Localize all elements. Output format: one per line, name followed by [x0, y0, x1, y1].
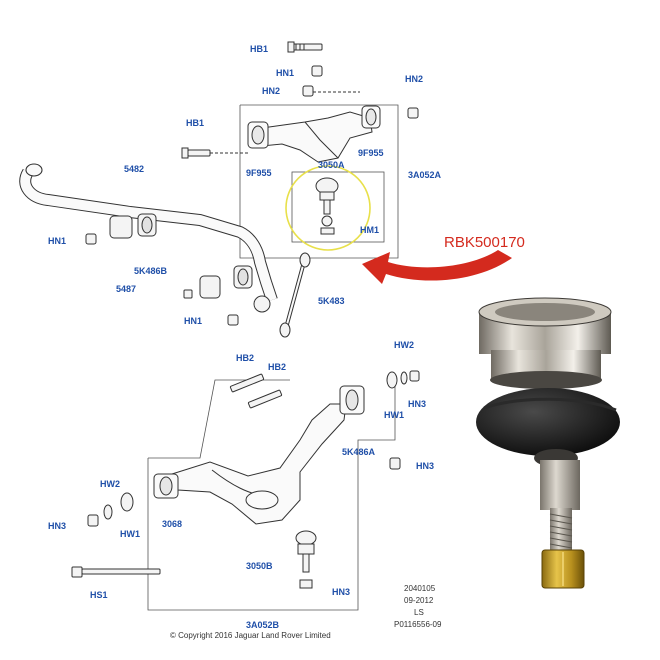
- label-3068: 3068: [162, 519, 183, 529]
- upper-control-arm: [247, 105, 381, 163]
- label-hn1-lower: HN1: [184, 316, 203, 326]
- label-5k486a: 5K486A: [342, 447, 376, 457]
- footnote-line2: 09-2012: [404, 596, 434, 605]
- lower-ball-joint-small: [295, 530, 317, 589]
- ball-joint-photo: [476, 297, 620, 589]
- red-arrow: [362, 250, 512, 284]
- lower-control-arm: [153, 385, 365, 525]
- label-hw2-right: HW2: [394, 340, 414, 350]
- label-5482: 5482: [124, 164, 145, 174]
- right-washer-nut-set: [386, 370, 420, 389]
- label-5k486b: 5K486B: [134, 266, 168, 276]
- label-hn2-top: HN2: [262, 86, 281, 96]
- hn1-top-nut: [311, 65, 323, 77]
- stabilizer-link: [253, 252, 311, 338]
- hn1-mid-left-nut: [85, 233, 97, 245]
- label-3a052b: 3A052B: [246, 620, 280, 630]
- highlight-circle: [285, 165, 371, 251]
- label-9f955-left: 9F955: [246, 168, 272, 178]
- label-hw2-left: HW2: [100, 479, 120, 489]
- hb2-bolt-a: [229, 373, 265, 393]
- upper-ball-joint-small: [315, 177, 339, 235]
- bar-bushing-right: [199, 265, 253, 299]
- label-hb1-left: HB1: [186, 118, 205, 128]
- label-hn2-right: HN2: [405, 74, 424, 84]
- label-hn1-mid-left: HN1: [48, 236, 67, 246]
- label-hw1-left: HW1: [120, 529, 140, 539]
- footnote-line4: P0116556-09: [394, 620, 442, 629]
- label-9f955-right: 9F955: [358, 148, 384, 158]
- label-5487: 5487: [116, 284, 137, 294]
- label-hs1: HS1: [90, 590, 108, 600]
- label-hn3-left: HN3: [48, 521, 67, 531]
- label-hn1-top: HN1: [276, 68, 295, 78]
- upper-arm-group-box: [239, 104, 399, 259]
- bar-bushing-left: [109, 213, 157, 239]
- link-bolt: [183, 289, 193, 299]
- label-5k483: 5K483: [318, 296, 345, 306]
- hn3-mid-nut: [389, 457, 401, 470]
- left-washer-nut-set: [87, 492, 134, 527]
- label-hn3-mid: HN3: [416, 461, 435, 471]
- label-hb2-a: HB2: [236, 353, 255, 363]
- hs1-long-bolt: [71, 566, 161, 578]
- hb2-bolt-b: [247, 389, 283, 409]
- label-3050b: 3050B: [246, 561, 273, 571]
- part-number: RBK500170: [444, 234, 525, 251]
- label-hb2-b: HB2: [268, 362, 287, 372]
- footnote-line3: LS: [414, 608, 424, 617]
- label-hw1-right: HW1: [384, 410, 404, 420]
- hn1-lower-nut: [227, 314, 239, 326]
- hb1-left-bolt: [181, 147, 250, 159]
- label-3050a: 3050A: [318, 160, 345, 170]
- footnote-line1: 2040105: [404, 584, 436, 593]
- label-hb1-top: HB1: [250, 44, 269, 54]
- upper-ball-joint-inset-box: [291, 171, 385, 243]
- label-hm1: HM1: [360, 225, 380, 235]
- label-hn3-right: HN3: [408, 399, 427, 409]
- hn2-top-nut: [302, 85, 360, 97]
- hb1-top-bolt: [287, 41, 323, 53]
- copyright-text: © Copyright 2016 Jaguar Land Rover Limit…: [170, 631, 331, 640]
- label-3a052a: 3A052A: [408, 170, 442, 180]
- stabilizer-bar: [19, 163, 278, 302]
- label-hn3-low: HN3: [332, 587, 351, 597]
- hn2-right-nut: [407, 107, 419, 119]
